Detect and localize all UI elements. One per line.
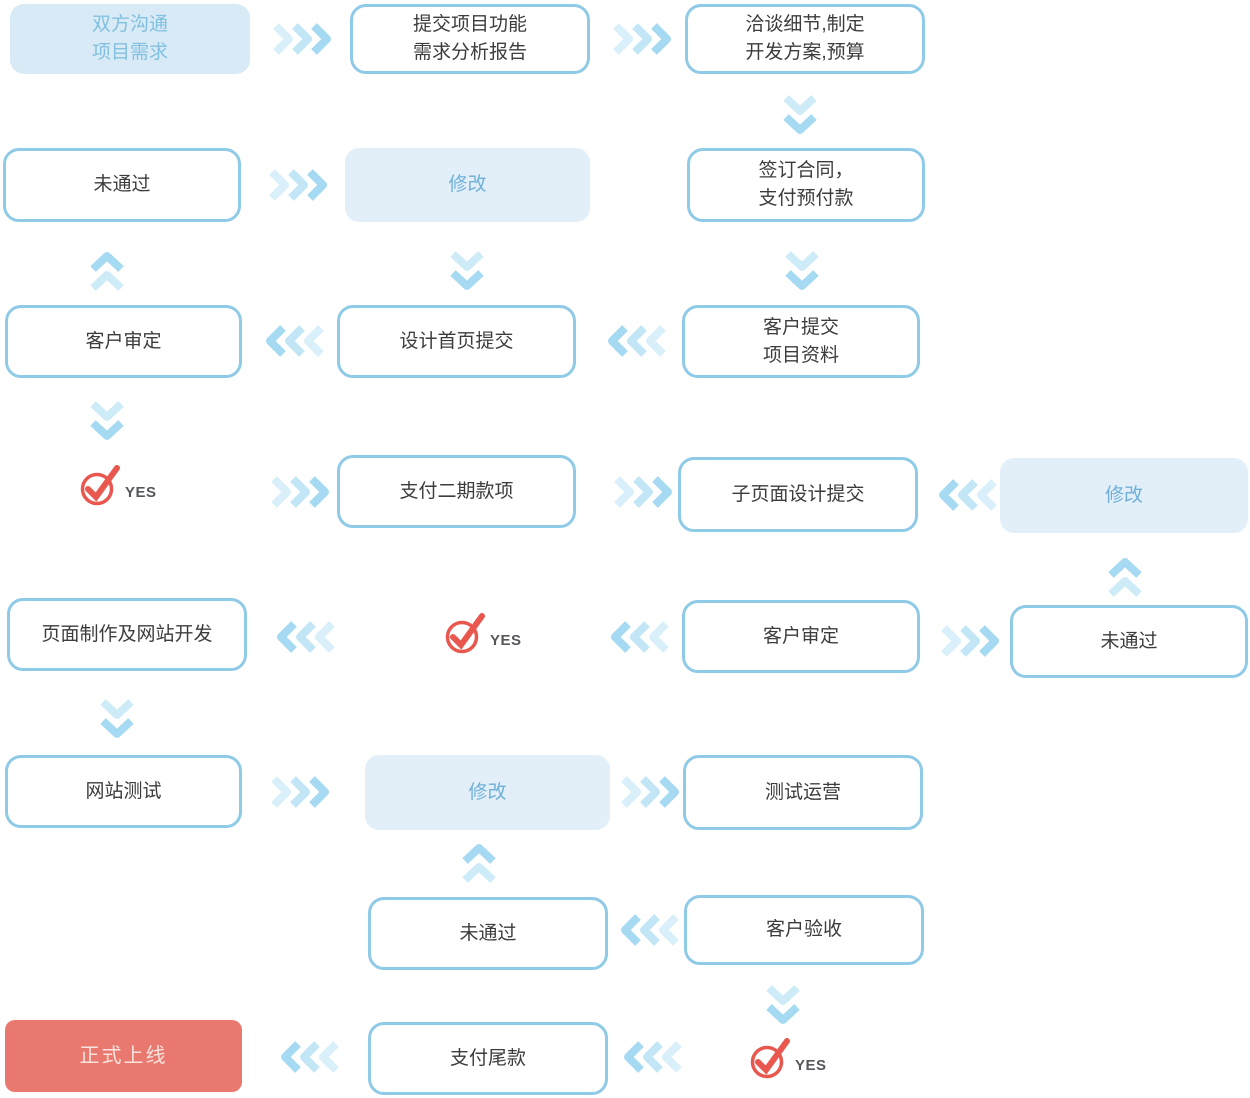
arrow-left-icon [265,324,325,358]
node-revise-2: 修改 [1000,458,1248,533]
arrow-down-icon [784,248,820,292]
arrow-down-icon [765,982,801,1026]
arrow-right-icon [272,22,332,56]
arrow-right-icon [270,475,330,509]
node-pay-phase2: 支付二期款项 [337,455,576,528]
node-client-acceptance: 客户验收 [684,895,924,965]
yes-label: YES [125,484,157,501]
node-communicate-needs: 双方沟通 项目需求 [10,4,250,74]
yes-label: YES [795,1057,827,1074]
arrow-left-icon [610,620,670,654]
arrow-right-icon [940,624,1000,658]
arrow-right-icon [612,22,672,56]
node-homepage-design: 设计首页提交 [337,305,576,378]
arrow-left-icon [280,1040,340,1074]
node-client-review-2: 客户审定 [682,600,920,673]
node-revise-3: 修改 [365,755,610,830]
arrow-down-icon [99,696,135,740]
node-not-passed-1: 未通过 [3,148,241,222]
node-subpage-design: 子页面设计提交 [678,457,918,532]
arrow-right-icon [270,775,330,809]
node-negotiate-plan: 洽谈细节,制定 开发方案,预算 [685,4,925,74]
arrow-left-icon [276,620,336,654]
node-client-review-1: 客户审定 [5,305,242,378]
arrow-down-icon [782,92,818,136]
node-revise-1: 修改 [345,148,590,222]
node-launch: 正式上线 [5,1020,242,1092]
yes-check-icon: YES [445,610,522,656]
arrow-down-icon [449,248,485,292]
arrow-left-icon [623,1040,683,1074]
node-client-materials: 客户提交 项目资料 [682,305,920,378]
arrow-right-icon [620,775,680,809]
yes-check-icon: YES [80,462,157,508]
arrow-right-icon [613,475,673,509]
node-trial-operation: 测试运营 [683,755,923,830]
node-not-passed-3: 未通过 [368,897,608,970]
arrow-down-icon [89,398,125,442]
arrow-up-icon [89,250,125,294]
node-requirement-report: 提交项目功能 需求分析报告 [350,4,590,74]
arrow-right-icon [268,168,328,202]
arrow-up-icon [1107,556,1143,600]
yes-label: YES [490,632,522,649]
node-sign-contract: 签订合同， 支付预付款 [687,148,925,222]
arrow-left-icon [607,324,667,358]
yes-check-icon: YES [750,1035,827,1081]
node-not-passed-2: 未通过 [1010,605,1248,678]
arrow-left-icon [620,913,680,947]
arrow-up-icon [461,842,497,886]
arrow-left-icon [938,478,998,512]
node-pay-final: 支付尾款 [368,1022,608,1095]
node-page-dev: 页面制作及网站开发 [7,598,247,671]
node-site-test: 网站测试 [5,755,242,828]
